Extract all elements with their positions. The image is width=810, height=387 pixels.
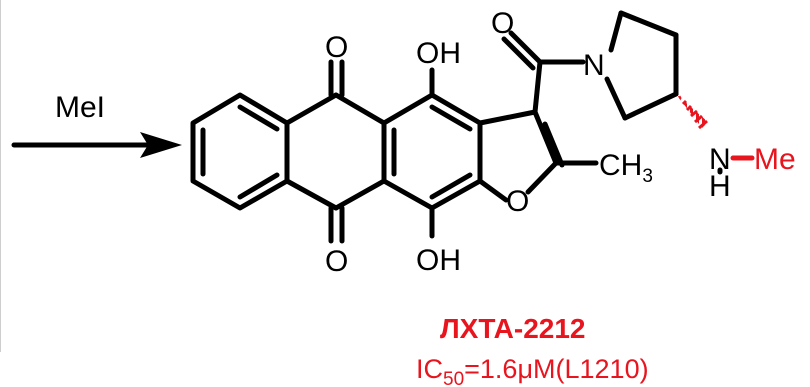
atom-pyrrolidine-n: N [583,49,605,82]
furan-ring [477,109,599,203]
reagent-label: MeI [55,91,105,124]
atom-hydroxyl-top: OH [416,37,461,70]
quinone-ring [284,59,387,244]
atom-carbonyl-o: O [491,7,514,40]
atom-methyl: CH3 [599,149,653,187]
reaction-arrow [11,132,182,158]
activity-suffix: M(L1210) [533,354,649,384]
atom-amine-h: H [709,170,731,203]
benzene-ring [190,92,290,211]
hydroquinone-ring [381,67,483,239]
atom-quinone-o-bottom: O [325,245,348,278]
activity-mu: μ [517,354,533,384]
atom-furan-o: O [506,185,529,218]
activity-value: =1.6 [464,354,517,384]
atom-hydroxyl-bottom: OH [416,244,461,277]
hashed-wedge-lines [678,95,708,130]
activity-prefix: IC [416,354,443,384]
activity-subscript: 50 [443,369,464,387]
compound-activity: IC50=1.6μM(L1210) [416,354,649,387]
methyl-ch: CH [599,149,642,182]
pyrrolidine-ring [604,10,679,121]
amide-group [501,30,586,115]
methyl-subscript: 3 [642,166,653,187]
atom-amine-n: N [709,143,731,176]
compound-name: ЛХТА-2212 [440,313,586,344]
atom-amine-methyl: Me [754,143,796,176]
atom-quinone-o-top: O [325,31,348,64]
